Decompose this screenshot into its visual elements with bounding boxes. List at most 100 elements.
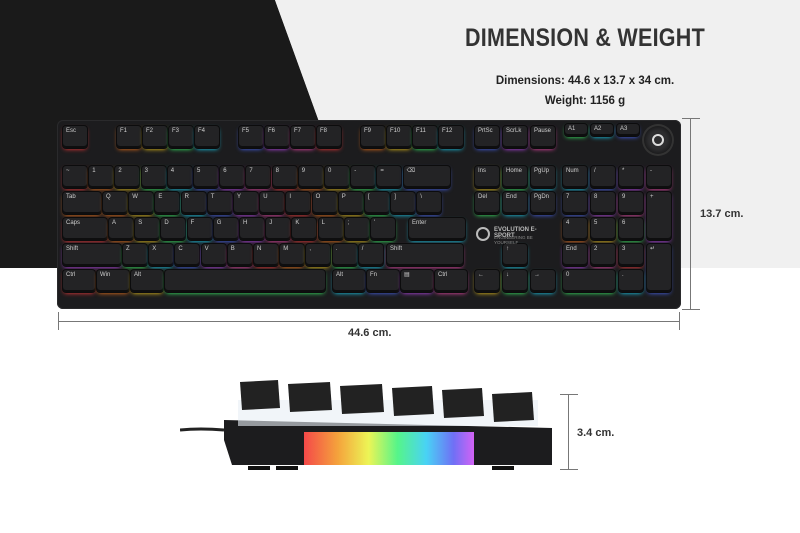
key: + — [647, 192, 671, 240]
key: PgUp — [531, 166, 555, 188]
key: K — [292, 218, 317, 240]
key: H — [240, 218, 264, 240]
key: 3 — [141, 166, 166, 188]
key: F5 — [239, 126, 263, 148]
key: 4 — [167, 166, 192, 188]
page-title: DIMENSION & WEIGHT — [465, 24, 705, 52]
key: \ — [417, 192, 442, 214]
key: L — [318, 218, 343, 240]
key: 6 — [619, 218, 643, 240]
key: Del — [475, 192, 499, 214]
key: D — [161, 218, 186, 240]
key: ↓ — [503, 270, 527, 292]
key: . — [619, 270, 643, 292]
weight-spec: Weight: 1156 g — [544, 95, 626, 107]
key: 2 — [115, 166, 140, 188]
key: ScrLk — [503, 126, 527, 148]
key: Home — [503, 166, 527, 188]
key: 8 — [591, 192, 615, 214]
key: 6 — [220, 166, 245, 188]
key: Pause — [531, 126, 555, 148]
key: A3 — [617, 124, 639, 136]
height-tick-bottom — [560, 469, 578, 470]
key: ⌫ — [403, 166, 450, 188]
key: 4 — [563, 218, 587, 240]
key: 8 — [272, 166, 297, 188]
key: Ins — [475, 166, 499, 188]
key: A — [109, 218, 133, 240]
key: 5 — [591, 218, 615, 240]
key: = — [377, 166, 402, 188]
key: F12 — [439, 126, 463, 148]
key: End — [563, 244, 587, 266]
key: F2 — [143, 126, 167, 148]
key: → — [531, 270, 555, 292]
key: Alt — [131, 270, 163, 292]
key: / — [591, 166, 615, 188]
key: G — [213, 218, 238, 240]
key: M — [280, 244, 305, 266]
key: J — [266, 218, 291, 240]
key: ] — [391, 192, 416, 214]
key: U — [260, 192, 285, 214]
key: 3 — [619, 244, 643, 266]
key: 0 — [325, 166, 349, 188]
key: N — [254, 244, 278, 266]
key: ↑ — [503, 244, 527, 266]
key: PgDn — [531, 192, 555, 214]
key: [ — [365, 192, 389, 214]
key: 1 — [89, 166, 114, 188]
key: 2 — [591, 244, 615, 266]
key: Y — [234, 192, 258, 214]
key: ← — [475, 270, 499, 292]
height-label: 3.4 cm. — [577, 427, 615, 439]
key: A2 — [591, 124, 613, 136]
key: X — [149, 244, 174, 266]
key: Ctrl — [435, 270, 467, 292]
key: ' — [371, 218, 395, 240]
key: Esc — [63, 126, 87, 148]
key: Z — [123, 244, 147, 266]
key: F10 — [387, 126, 411, 148]
key: Ctrl — [63, 270, 95, 292]
height-tick-top — [560, 394, 578, 395]
key: / — [358, 244, 383, 266]
key: E — [155, 192, 180, 214]
key: Shift — [387, 244, 463, 266]
brand-plate: EVOLUTION E-SPORT ENGINEERING BE YOURSEL… — [476, 225, 556, 245]
key: Alt — [333, 270, 365, 292]
key: . — [332, 244, 357, 266]
key: Shift — [63, 244, 121, 266]
key: V — [201, 244, 226, 266]
key: ~ — [63, 166, 87, 188]
dimensions-spec: Dimensions: 44.6 x 13.7 x 34 cm. — [495, 75, 675, 87]
height-dimension-line — [568, 394, 569, 470]
key: O — [312, 192, 337, 214]
depth-tick-top — [682, 118, 700, 119]
key: F8 — [317, 126, 341, 148]
volume-knob — [642, 124, 674, 156]
key: S — [135, 218, 160, 240]
key: Enter — [409, 218, 465, 240]
key: F7 — [291, 126, 315, 148]
key: F4 — [195, 126, 219, 148]
key: ; — [344, 218, 369, 240]
key: R — [181, 192, 206, 214]
key: F11 — [413, 126, 437, 148]
brand-line2: ENGINEERING BE YOURSELF — [494, 235, 533, 245]
key: , — [306, 244, 331, 266]
brand-line1: EVOLUTION E-SPORT — [494, 227, 537, 239]
width-tick-right — [679, 312, 680, 330]
key: ▤ — [401, 270, 433, 292]
brand-logo-icon — [476, 227, 490, 241]
key: Q — [103, 192, 127, 214]
key — [165, 270, 325, 292]
key: B — [227, 244, 252, 266]
key: 5 — [194, 166, 218, 188]
key: 9 — [298, 166, 323, 188]
key: 7 — [246, 166, 271, 188]
key: Num — [563, 166, 587, 188]
key: F6 — [265, 126, 289, 148]
depth-dimension-line — [690, 118, 691, 310]
